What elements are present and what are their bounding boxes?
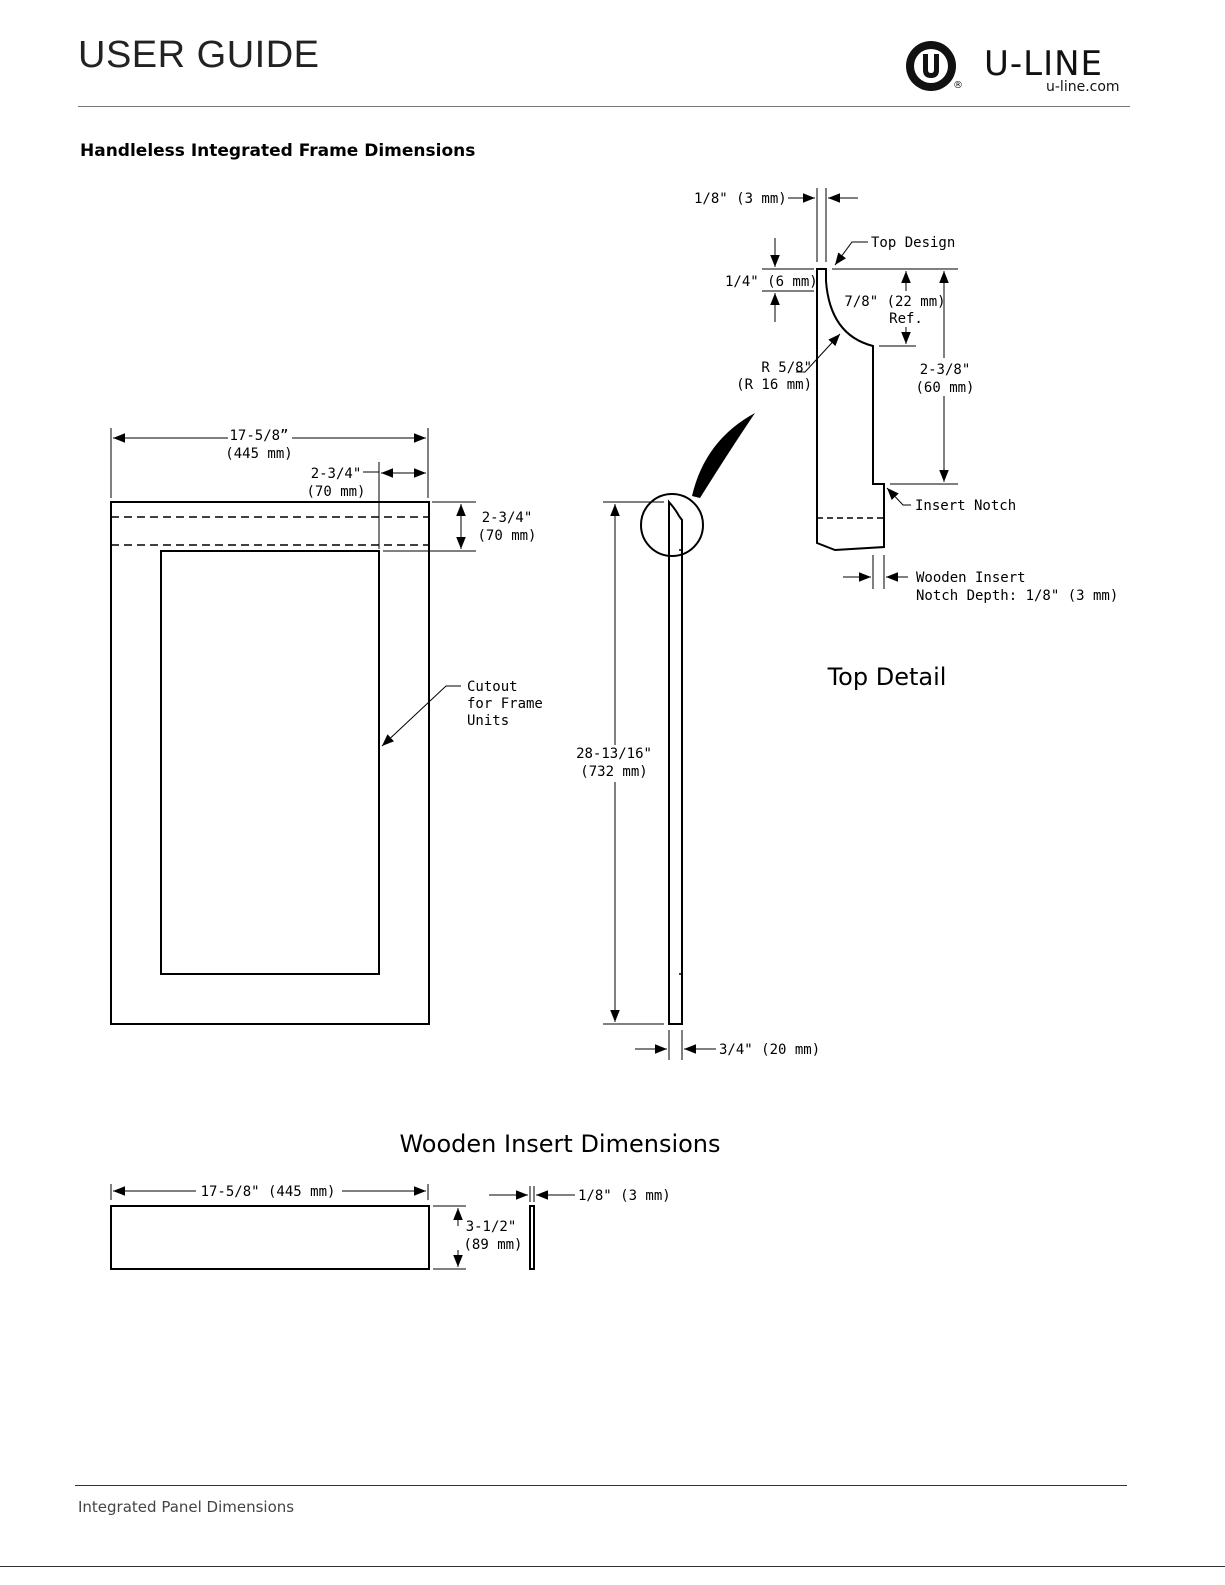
front-width-dim-2: (445 mm) [225,446,292,462]
notch-height-dim-1: 2-3/8" [920,362,971,378]
top-rail-dim-2: (70 mm) [477,528,536,544]
page-title: USER GUIDE [78,34,320,76]
top-design-label: Top Design [871,235,955,251]
front-view [110,501,430,1025]
side-height-dim-2: (732 mm) [580,764,647,780]
cutout-label-2: for Frame [467,696,543,712]
detail-callout-wedge [692,413,755,498]
page-bottom-rule [0,1566,1225,1567]
insert-height-dim-2: (89 mm) [463,1237,522,1253]
side-height-dim-1: 28-13/16" [576,746,652,762]
wooden-insert-view [110,1205,535,1270]
radius-dim-2: (R 16 mm) [736,377,812,393]
side-rail-dim-2: (70 mm) [306,484,365,500]
insert-thickness-dim: 1/8" (3 mm) [578,1188,671,1204]
side-view [640,493,704,1025]
ref-depth-dim-2: Ref. [889,311,923,327]
insert-width-dim: 17-5/8" (445 mm) [201,1184,336,1200]
notch-depth-label-2: Notch Depth: 1/8" (3 mm) [916,588,1118,604]
lip-width-dim: 1/8" (3 mm) [694,191,787,207]
cutout-outline [160,550,380,975]
side-rail-dim-1: 2-3/4" [311,466,362,482]
insert-height-dim-1: 3-1/2" [466,1219,517,1235]
brand-name: U-LINE [984,44,1104,84]
insert-notch-label: Insert Notch [915,498,1016,514]
top-detail-title: Top Detail [827,663,947,691]
section-title: Handleless Integrated Frame Dimensions [80,141,476,161]
ref-depth-dim-1: 7/8" (22 mm) [844,294,945,310]
front-width-dim-1: 17-5/8” [229,428,288,444]
notch-depth-label-1: Wooden Insert [916,570,1026,586]
registered-mark: ® [953,80,963,91]
side-thickness-dim: 3/4" (20 mm) [719,1042,820,1058]
top-detail-profile [816,268,885,552]
notch-height-dim-2: (60 mm) [915,380,974,396]
radius-dim-1: R 5/8" [761,360,812,376]
u-line-logo-icon [906,41,956,91]
brand-url: u-line.com [1046,79,1120,95]
wooden-insert-title: Wooden Insert Dimensions [399,1130,720,1158]
cutout-label-1: Cutout [467,679,518,695]
cutout-label-3: Units [467,713,509,729]
panel-outline [110,501,430,1025]
header-divider [78,106,1130,107]
lip-height-dim: 1/4" (6 mm) [725,274,818,290]
footer-divider [75,1485,1127,1486]
footer-caption: Integrated Panel Dimensions [78,1498,295,1516]
top-rail-dim-1: 2-3/4" [482,510,533,526]
